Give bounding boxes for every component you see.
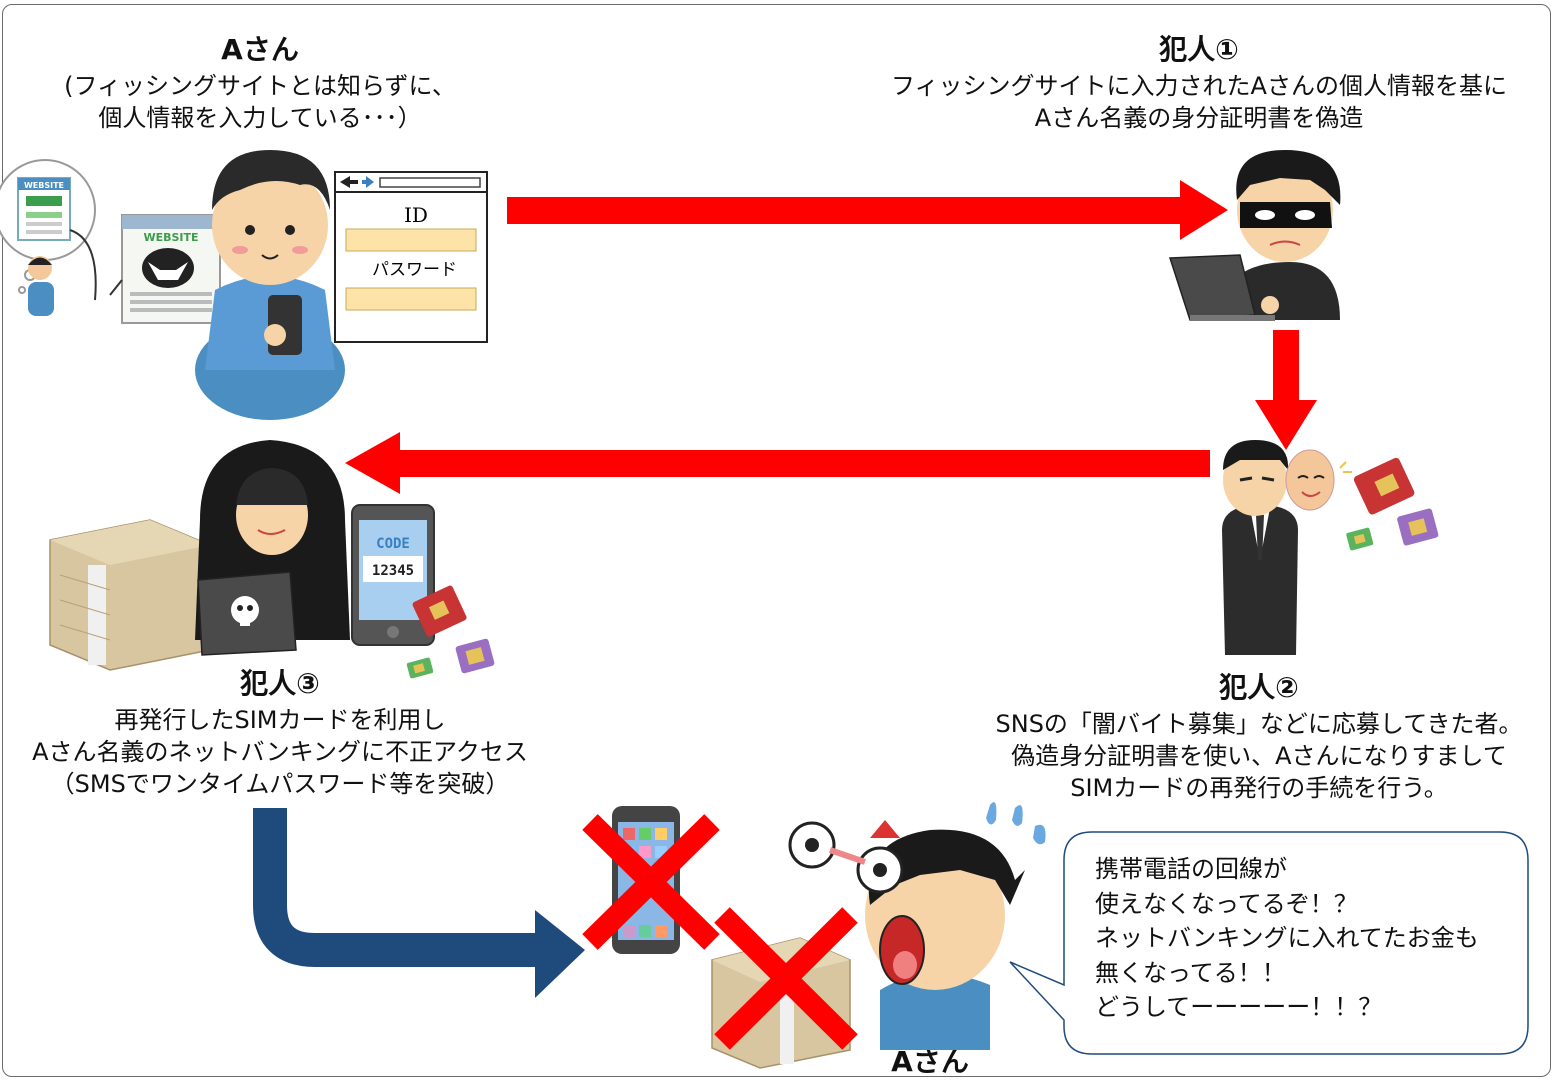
- criminal1-label: 犯人① フィッシングサイトに入力されたAさんの個人情報を基に Aさん名義の身分証…: [845, 28, 1553, 134]
- victim-bottom-title: Aさん: [891, 1045, 969, 1078]
- criminal2-line-1: SNSの「闇バイト募集」などに応募してきた者。: [995, 710, 1523, 738]
- criminal2-line-2: 偽造身分証明書を使い、Aさんになりすまして: [1011, 742, 1507, 770]
- hacker-icon: [195, 440, 350, 656]
- criminal2-label: 犯人② SNSの「闇バイト募集」などに応募してきた者。 偽造身分証明書を使い、A…: [972, 666, 1546, 804]
- victim-top-title: Aさん: [221, 33, 299, 66]
- victim-top-line-1: (フィッシングサイトとは知らずに、: [64, 72, 456, 100]
- arrow-victim-to-criminal1: [507, 180, 1228, 240]
- login-form-icon: ID パスワード: [334, 171, 488, 343]
- arrow-criminal3-to-victim: [253, 808, 585, 998]
- criminal3-label: 犯人③ 再発行したSIMカードを利用し Aさん名義のネットバンキングに不正アクセ…: [5, 662, 555, 800]
- criminal1-title: 犯人①: [1159, 33, 1239, 66]
- criminal2-title: 犯人②: [1219, 671, 1299, 704]
- code-phone-icon: CODE 12345: [351, 504, 495, 679]
- speech-line-3: ネットバンキングに入れてたお金も: [1095, 924, 1479, 952]
- arrow-criminal2-to-criminal3: [345, 432, 1210, 494]
- thought-website-text: WEBSITE: [24, 181, 64, 190]
- speech-line-2: 使えなくなってるぞ！？: [1095, 889, 1358, 918]
- login-password-label: パスワード: [372, 260, 457, 280]
- criminal2-icon: [1222, 440, 1439, 655]
- speech-line-4: 無くなってる！！: [1095, 958, 1286, 987]
- shocked-victim-icon: [788, 802, 1046, 1050]
- criminal3-line-3: （SMSでワンタイムパスワード等を突破）: [50, 770, 510, 798]
- speech-bubble-text: 携帯電話の回線が 使えなくなってるぞ！？ ネットバンキングに入れてたお金も 無く…: [1095, 852, 1479, 1025]
- criminal1-line-2: Aさん名義の身分証明書を偽造: [1034, 104, 1364, 132]
- criminal2-line-3: SIMカードの再発行の手続を行う。: [1070, 774, 1448, 802]
- code-label-text: CODE: [376, 536, 410, 552]
- victim-a-sitting-icon: [195, 150, 345, 420]
- criminal3-title: 犯人③: [240, 667, 320, 700]
- login-id-label: ID: [404, 203, 428, 227]
- phishing-thought-bubble: WEBSITE: [0, 159, 96, 294]
- speech-line-1: 携帯電話の回線が: [1095, 855, 1287, 883]
- cash-stack-icon-bottom: [711, 937, 851, 1069]
- victim-top-line-2: 個人情報を入力している･･･）: [98, 104, 422, 132]
- criminal1-line-1: フィッシングサイトに入力されたAさんの個人情報を基に: [891, 72, 1507, 100]
- cross-mark-phone: [582, 814, 720, 950]
- angler-icon: [28, 229, 97, 316]
- arrow-criminal1-to-criminal2: [1255, 330, 1317, 450]
- phishing-website-icon: WEBSITE: [109, 214, 221, 324]
- diagram-frame: [2, 4, 1551, 1077]
- speech-line-5: どうしてーーーーー！！？: [1095, 993, 1383, 1021]
- code-value-text: 12345: [372, 563, 414, 579]
- cross-mark-cash: [714, 907, 858, 1050]
- phishing-website-text: WEBSITE: [143, 231, 198, 244]
- victim-top-label: Aさん (フィッシングサイトとは知らずに、 個人情報を入力している･･･）: [50, 28, 470, 134]
- criminal3-line-1: 再発行したSIMカードを利用し: [114, 706, 446, 734]
- cash-stack-icon-left: [49, 519, 211, 671]
- speech-bubble: [1009, 831, 1529, 1055]
- criminal3-line-2: Aさん名義のネットバンキングに不正アクセス: [32, 738, 528, 766]
- criminal1-icon: [1168, 150, 1341, 321]
